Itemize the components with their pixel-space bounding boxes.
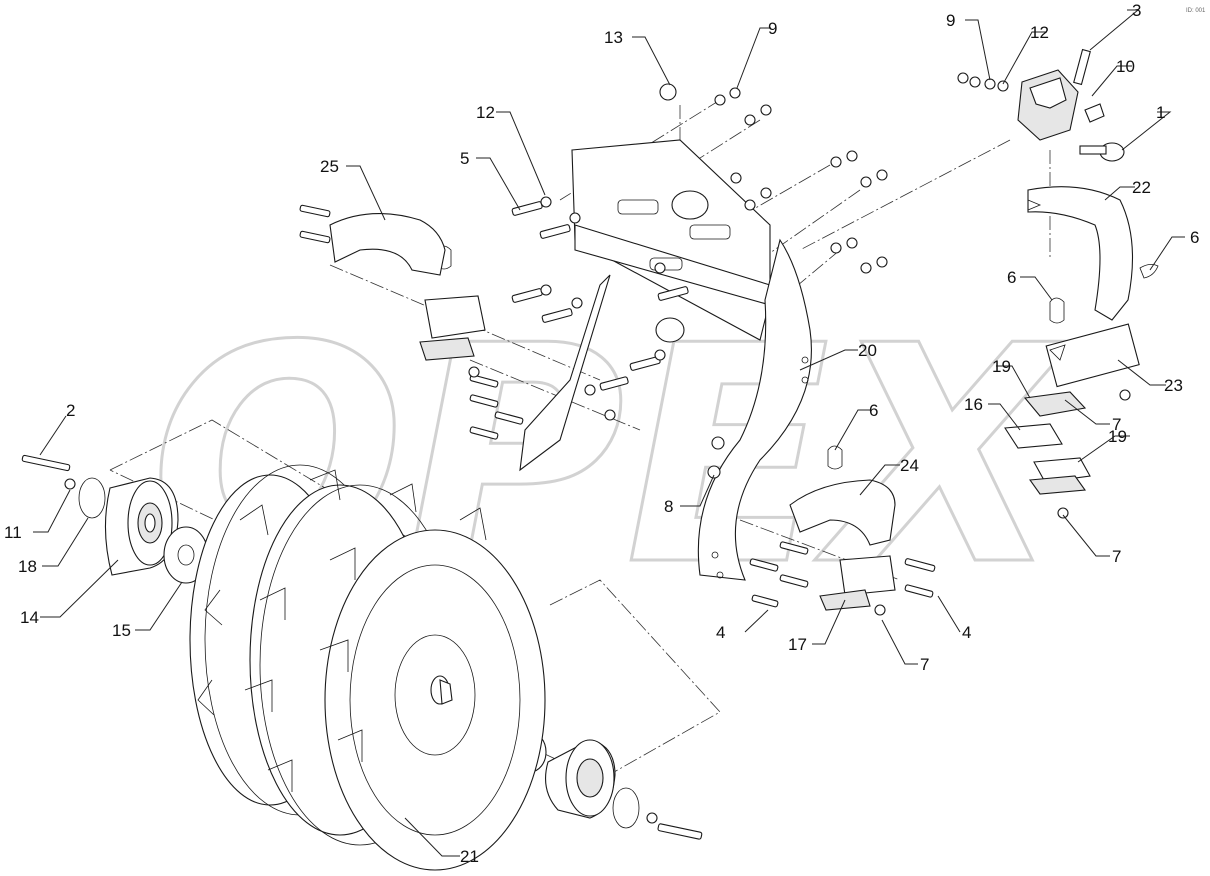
label-2: 2: [66, 401, 75, 420]
part-labels: 1 2 3 4 4 5 6 6 6 7 7 7 8 9 9 10 11 12 1…: [4, 1, 1199, 866]
curved-arm-22: [1027, 186, 1140, 388]
corner-mark: ID: 001: [1186, 8, 1206, 14]
label-23: 23: [1164, 376, 1183, 395]
bracket-25: [329, 213, 486, 361]
scraper-plates: [1004, 389, 1131, 519]
label-11: 11: [4, 523, 22, 542]
label-4b: 4: [962, 623, 971, 642]
label-6c: 6: [869, 401, 878, 420]
label-19a: 19: [992, 357, 1011, 376]
top-right-bracket: [957, 48, 1125, 162]
label-4a: 4: [716, 623, 725, 642]
label-20: 20: [858, 341, 877, 360]
label-21: 21: [460, 847, 479, 866]
label-7a: 7: [1112, 415, 1121, 434]
label-9b: 9: [768, 19, 777, 38]
label-12a: 12: [476, 103, 495, 122]
label-13: 13: [604, 28, 623, 47]
label-22: 22: [1132, 178, 1151, 197]
label-6a: 6: [1190, 228, 1199, 247]
label-14: 14: [20, 608, 39, 627]
label-25: 25: [320, 157, 339, 176]
label-1: 1: [1156, 103, 1165, 122]
label-17: 17: [788, 635, 807, 654]
left-hub-parts: [78, 477, 209, 584]
label-19b: 19: [1108, 427, 1127, 446]
label-8: 8: [664, 497, 673, 516]
label-5: 5: [460, 149, 469, 168]
nuts-and-washers: [64, 83, 888, 824]
label-16: 16: [964, 395, 983, 414]
bolts: [21, 201, 936, 840]
label-18: 18: [18, 557, 37, 576]
label-7b: 7: [1112, 547, 1121, 566]
label-6b: 6: [1007, 268, 1016, 287]
label-10: 10: [1116, 57, 1135, 76]
leader-lines: [33, 9, 1185, 857]
right-hub-parts: [513, 731, 640, 829]
label-3: 3: [1132, 1, 1141, 20]
label-15: 15: [112, 621, 131, 640]
label-9a: 9: [946, 11, 955, 30]
label-12b: 12: [1030, 23, 1049, 42]
spiked-wheel-21: [189, 464, 546, 871]
label-24: 24: [900, 456, 919, 475]
main-frame-20: [519, 139, 812, 581]
label-7c: 7: [920, 655, 929, 674]
